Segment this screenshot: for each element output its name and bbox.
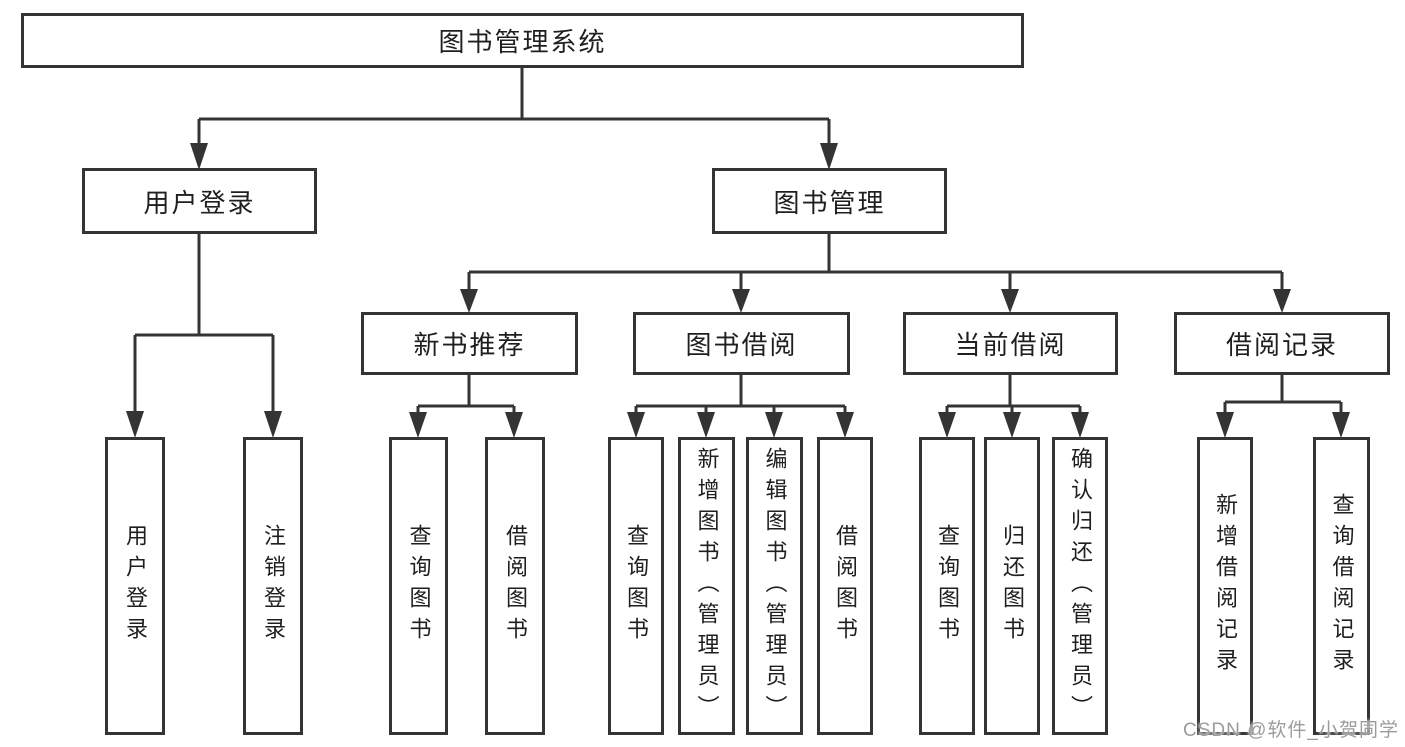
node-user-login: 用户登录 — [82, 168, 317, 234]
leaf-label: 编辑图书（管理员） — [762, 446, 788, 726]
leaf-label: 新增图书（管理员） — [694, 446, 720, 726]
leaf-add-borrow-record: 新增借阅记录 — [1197, 437, 1253, 735]
leaf-label: 查询图书 — [935, 524, 960, 648]
leaf-label: 用户登录 — [123, 524, 148, 648]
node-label: 用户登录 — [143, 187, 256, 218]
leaf-confirm-return-admin: 确认归还（管理员） — [1052, 437, 1108, 735]
leaf-user-login: 用户登录 — [105, 437, 165, 735]
node-label: 图书管理系统 — [438, 27, 607, 57]
leaf-borrow-book-2: 借阅图书 — [817, 437, 873, 735]
leaf-query-book-3: 查询图书 — [919, 437, 975, 735]
leaf-label: 借阅图书 — [503, 524, 528, 648]
node-label: 新书推荐 — [413, 330, 526, 360]
leaf-label: 查询图书 — [406, 524, 432, 648]
csdn-watermark: CSDN @软件_小贺同学 — [1183, 720, 1399, 741]
node-borrow-record: 借阅记录 — [1174, 312, 1390, 375]
node-current-borrow: 当前借阅 — [903, 312, 1118, 375]
leaf-query-borrow-record: 查询借阅记录 — [1313, 437, 1370, 735]
node-label: 借阅记录 — [1225, 330, 1338, 360]
leaf-label: 查询图书 — [624, 524, 649, 648]
node-label: 图书借阅 — [685, 330, 798, 360]
node-book-borrow: 图书借阅 — [633, 312, 850, 375]
leaf-label: 借阅图书 — [833, 524, 858, 648]
node-label: 当前借阅 — [954, 330, 1067, 360]
leaf-query-book-1: 查询图书 — [389, 437, 448, 735]
leaf-add-book-admin: 新增图书（管理员） — [678, 437, 735, 735]
node-new-book-recommend: 新书推荐 — [361, 312, 578, 375]
node-book-management: 图书管理 — [712, 168, 947, 234]
leaf-borrow-book-1: 借阅图书 — [485, 437, 545, 735]
leaf-label: 查询借阅记录 — [1329, 493, 1355, 679]
node-label: 图书管理 — [773, 187, 886, 218]
leaf-query-book-2: 查询图书 — [608, 437, 664, 735]
leaf-label: 注销登录 — [261, 524, 286, 648]
leaf-logout: 注销登录 — [243, 437, 303, 735]
leaf-return-book: 归还图书 — [984, 437, 1040, 735]
leaf-label: 确认归还（管理员） — [1068, 446, 1093, 726]
node-system-root: 图书管理系统 — [21, 13, 1024, 68]
leaf-label: 归还图书 — [1000, 524, 1025, 648]
leaf-label: 新增借阅记录 — [1213, 493, 1238, 679]
leaf-edit-book-admin: 编辑图书（管理员） — [746, 437, 803, 735]
